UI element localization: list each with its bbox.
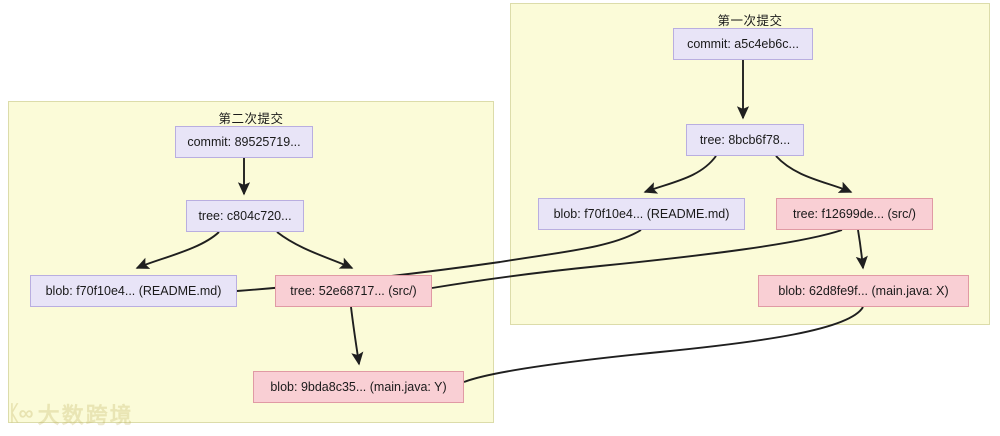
node-commit-2[interactable]: commit: 89525719... [175,126,313,158]
node-commit-1[interactable]: commit: a5c4eb6c... [673,28,813,60]
node-tree-2-src-label: tree: 52e68717... (src/) [290,284,417,298]
node-blob-1-readme-label: blob: f70f10e4... (README.md) [553,207,730,221]
node-commit-1-label: commit: a5c4eb6c... [687,37,799,51]
node-blob-1-main[interactable]: blob: 62d8fe9f... (main.java: X) [758,275,969,307]
panel-second-commit-title: 第二次提交 [218,112,284,126]
node-blob-2-readme[interactable]: blob: f70f10e4... (README.md) [30,275,237,307]
node-commit-2-label: commit: 89525719... [187,135,301,149]
node-blob-1-readme[interactable]: blob: f70f10e4... (README.md) [538,198,745,230]
node-blob-1-main-label: blob: 62d8fe9f... (main.java: X) [778,284,949,298]
node-tree-2-root-label: tree: c804c720... [198,209,292,223]
panel-first-commit-title: 第一次提交 [717,14,783,28]
node-tree-1-root-label: tree: 8bcb6f78... [699,133,791,147]
node-blob-2-main-label: blob: 9bda8c35... (main.java: Y) [270,380,447,394]
node-tree-1-src-label: tree: f12699de... (src/) [793,207,916,221]
node-tree-2-src[interactable]: tree: 52e68717... (src/) [275,275,432,307]
node-blob-2-main[interactable]: blob: 9bda8c35... (main.java: Y) [253,371,464,403]
node-tree-2-root[interactable]: tree: c804c720... [186,200,304,232]
node-tree-1-src[interactable]: tree: f12699de... (src/) [776,198,933,230]
node-tree-1-root[interactable]: tree: 8bcb6f78... [686,124,804,156]
node-blob-2-readme-label: blob: f70f10e4... (README.md) [45,284,222,298]
